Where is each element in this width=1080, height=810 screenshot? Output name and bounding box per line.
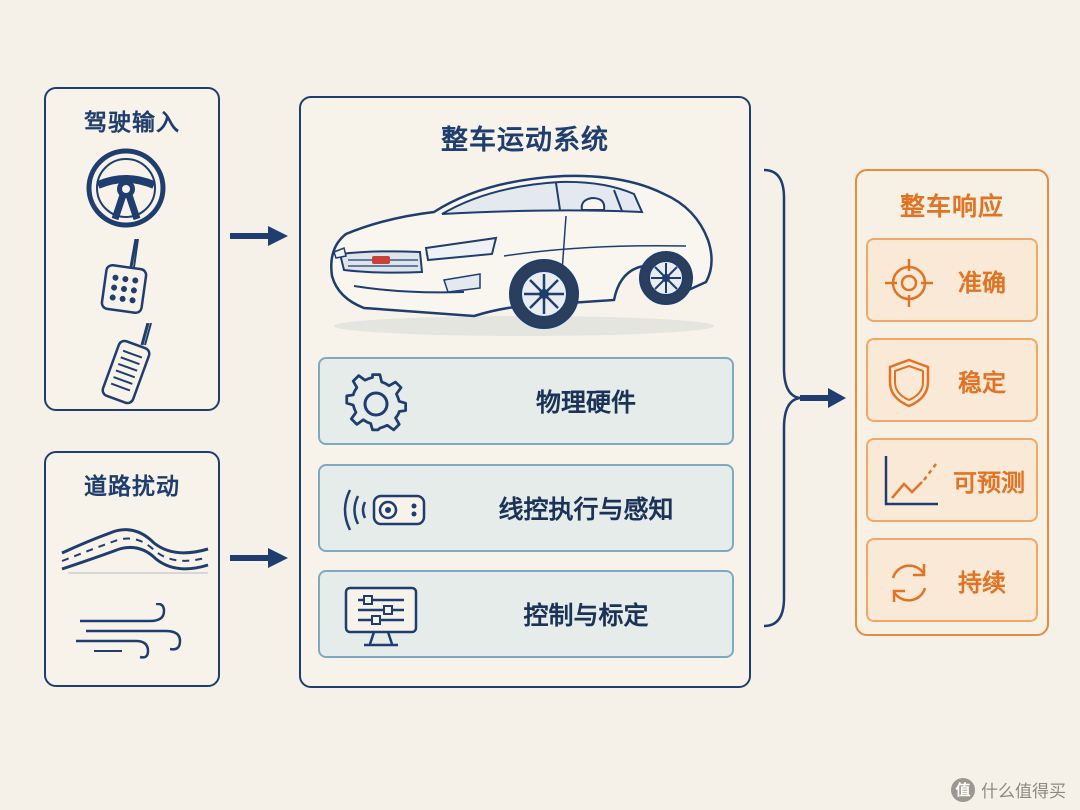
driving-input-panel: 驾驶输入 bbox=[44, 87, 220, 411]
accelerator-pedal-icon bbox=[96, 323, 166, 405]
watermark-badge: 值 bbox=[951, 777, 975, 802]
monitor-sliders-icon bbox=[344, 584, 418, 648]
cycle-icon bbox=[884, 558, 934, 608]
driving-input-title: 驾驶输入 bbox=[84, 110, 180, 136]
response-item-label: 持续 bbox=[958, 568, 1006, 597]
system-item-by-wire: 线控执行与感知 bbox=[318, 464, 734, 552]
road-disturbance-panel: 道路扰动 bbox=[44, 451, 220, 687]
wind-icon bbox=[76, 603, 186, 663]
arrow-road-to-system bbox=[230, 546, 290, 574]
system-item-control-calibration: 控制与标定 bbox=[318, 570, 734, 658]
response-item-label: 准确 bbox=[958, 268, 1006, 297]
road-disturbance-title: 道路扰动 bbox=[84, 474, 180, 500]
response-item-stable: 稳定 bbox=[866, 338, 1038, 422]
car-illustration bbox=[324, 168, 724, 340]
watermark: 值 什么值得买 bbox=[951, 777, 1066, 802]
brake-pedal-icon bbox=[98, 239, 158, 319]
vehicle-system-title: 整车运动系统 bbox=[441, 125, 609, 156]
system-item-label: 物理硬件 bbox=[535, 388, 636, 417]
response-item-accurate: 准确 bbox=[866, 238, 1038, 322]
response-item-label: 可预测 bbox=[953, 468, 1025, 497]
road-wave-icon bbox=[58, 519, 214, 577]
target-icon bbox=[884, 258, 934, 308]
brace-connector bbox=[760, 168, 850, 632]
shield-icon bbox=[884, 358, 934, 408]
system-item-physical-hardware: 物理硬件 bbox=[318, 357, 734, 445]
response-item-label: 稳定 bbox=[958, 368, 1006, 397]
response-item-predictable: 可预测 bbox=[866, 438, 1038, 522]
vehicle-response-title: 整车响应 bbox=[899, 192, 1004, 221]
watermark-text: 什么值得买 bbox=[981, 782, 1066, 802]
steering-wheel-icon bbox=[85, 147, 167, 229]
response-item-sustained: 持续 bbox=[866, 538, 1038, 622]
arrow-driving-to-system bbox=[230, 224, 290, 252]
trend-chart-icon bbox=[882, 454, 942, 508]
system-item-label: 线控执行与感知 bbox=[498, 495, 674, 524]
gear-icon bbox=[344, 371, 408, 435]
sensor-icon bbox=[338, 480, 428, 540]
system-item-label: 控制与标定 bbox=[523, 601, 649, 630]
